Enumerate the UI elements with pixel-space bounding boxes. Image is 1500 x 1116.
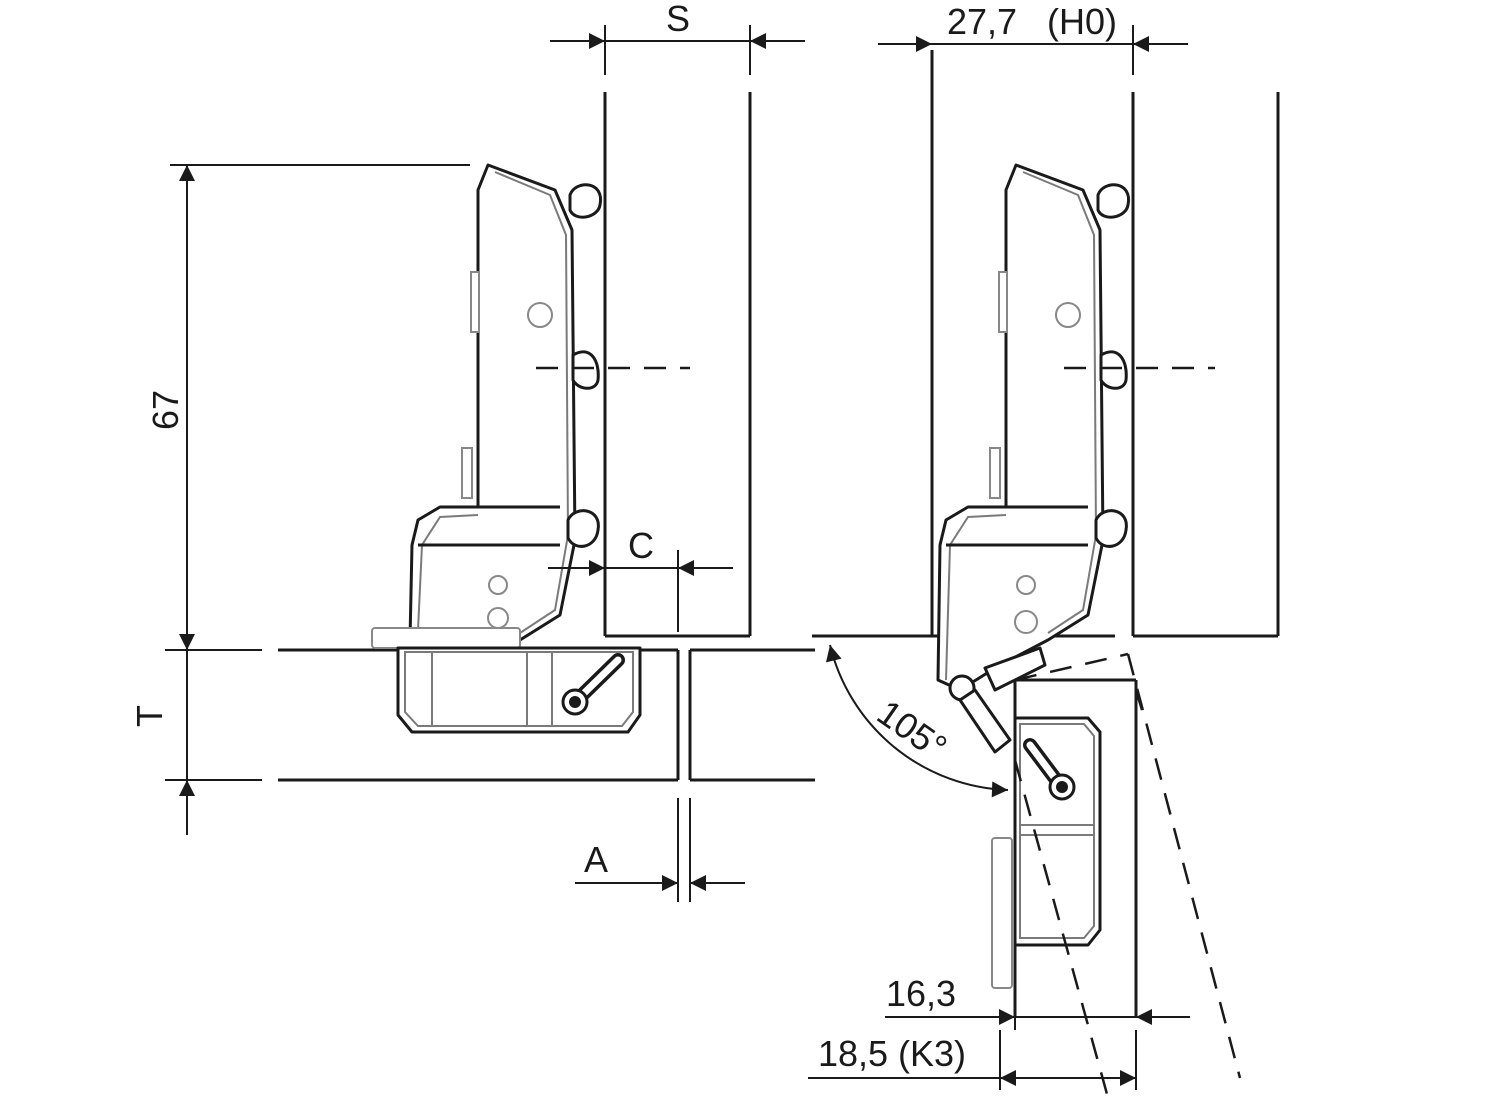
dimension-a-label: A: [584, 839, 608, 880]
dimension-k3: 18,5 (K3): [808, 1030, 1137, 1090]
angle-label: 105°: [870, 692, 955, 768]
dimension-h0: 27,7 (H0): [878, 1, 1188, 75]
dimension-k3-label: 18,5 (K3): [818, 1033, 966, 1074]
dimension-a: A: [575, 798, 745, 902]
dimension-67-label: 67: [145, 390, 186, 430]
hinge-cup-right: [991, 716, 1102, 989]
hinge-arm-right: [936, 163, 1130, 754]
cup-screw-icon: [561, 653, 625, 716]
hinge-cup-left: [371, 627, 642, 734]
hinge-arm-left: [408, 163, 602, 642]
dimension-16-3: 16,3: [885, 973, 1190, 1030]
cup-screw-right-icon: [1023, 738, 1076, 801]
door-swing-dashed-lines: [1013, 652, 1242, 1106]
dimension-t-label: T: [129, 705, 170, 727]
open-hinge-view: 27,7 (H0) 105° 16,3 18,5 (K3): [808, 1, 1280, 1106]
dimension-16-3-label: 16,3: [886, 973, 956, 1014]
cabinet-side-panel-left: [603, 92, 752, 638]
dimension-s: S: [550, 0, 805, 75]
dimension-c-label: C: [628, 525, 654, 566]
dimension-t: T: [129, 650, 262, 835]
dimension-s-label: S: [666, 0, 690, 39]
closed-hinge-view: S 67 T C: [129, 0, 815, 902]
dimension-67: 67: [145, 164, 470, 651]
dimension-c: C: [548, 525, 733, 632]
dimension-h0-label: 27,7 (H0): [947, 1, 1117, 42]
cabinet-side-panel-right: [812, 50, 1280, 638]
